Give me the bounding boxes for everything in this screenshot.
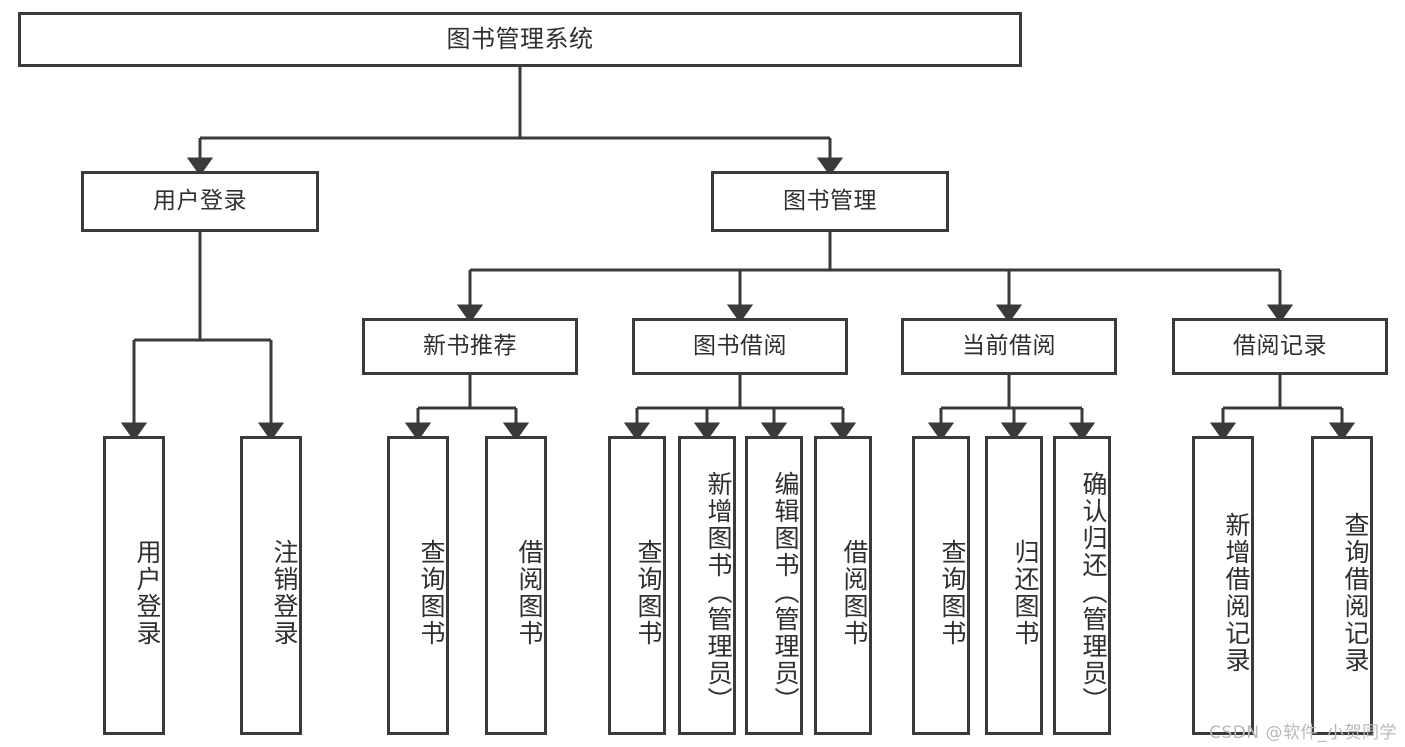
node-leaf-user-login-label: 用户登录 — [133, 538, 162, 647]
node-leaf-query-book-rec-label: 查询图书 — [417, 538, 446, 647]
node-leaf-query-book-bb-label: 查询图书 — [634, 538, 663, 647]
node-book-manage[interactable]: 图书管理 — [711, 171, 949, 232]
node-leaf-confirm-return[interactable]: 确认归还（管理员） — [1053, 436, 1111, 735]
node-leaf-add-record[interactable]: 新增借阅记录 — [1192, 436, 1254, 735]
node-leaf-borrow-book-rec-label: 借阅图书 — [515, 538, 544, 647]
node-leaf-confirm-return-label: 确认归还（管理员） — [1079, 471, 1108, 714]
node-user-login[interactable]: 用户登录 — [81, 171, 319, 232]
node-leaf-return-book[interactable]: 归还图书 — [985, 436, 1043, 735]
node-new-book-rec-label: 新书推荐 — [423, 332, 517, 359]
node-book-borrow-label: 图书借阅 — [693, 332, 787, 359]
node-book-borrow[interactable]: 图书借阅 — [632, 318, 848, 375]
node-leaf-edit-book[interactable]: 编辑图书（管理员） — [745, 436, 803, 735]
node-new-book-rec[interactable]: 新书推荐 — [362, 318, 578, 375]
node-leaf-add-record-label: 新增借阅记录 — [1222, 511, 1251, 674]
node-leaf-user-login[interactable]: 用户登录 — [103, 436, 165, 735]
watermark: CSDN @软件_小贺同学 — [1209, 723, 1397, 743]
node-root[interactable]: 图书管理系统 — [18, 12, 1022, 67]
node-leaf-query-record[interactable]: 查询借阅记录 — [1311, 436, 1373, 735]
node-leaf-add-book-label: 新增图书（管理员） — [704, 471, 733, 714]
node-leaf-query-record-label: 查询借阅记录 — [1341, 511, 1370, 674]
node-leaf-logout[interactable]: 注销登录 — [240, 436, 302, 735]
node-leaf-return-book-label: 归还图书 — [1011, 538, 1040, 647]
node-leaf-add-book[interactable]: 新增图书（管理员） — [678, 436, 736, 735]
node-root-label: 图书管理系统 — [446, 25, 594, 54]
node-leaf-query-book-bb[interactable]: 查询图书 — [608, 436, 666, 735]
node-borrow-record[interactable]: 借阅记录 — [1172, 318, 1388, 375]
node-leaf-query-book-rec[interactable]: 查询图书 — [387, 436, 449, 735]
node-leaf-edit-book-label: 编辑图书（管理员） — [771, 471, 800, 714]
node-current-borrow-label: 当前借阅 — [962, 332, 1056, 359]
node-leaf-logout-label: 注销登录 — [270, 538, 299, 647]
node-leaf-borrow-book-bb[interactable]: 借阅图书 — [814, 436, 872, 735]
node-current-borrow[interactable]: 当前借阅 — [901, 318, 1117, 375]
node-leaf-borrow-book-bb-label: 借阅图书 — [840, 538, 869, 647]
node-leaf-query-book-cb[interactable]: 查询图书 — [912, 436, 970, 735]
node-book-manage-label: 图书管理 — [783, 187, 877, 214]
node-leaf-borrow-book-rec[interactable]: 借阅图书 — [485, 436, 547, 735]
node-user-login-label: 用户登录 — [153, 187, 247, 214]
node-borrow-record-label: 借阅记录 — [1233, 332, 1327, 359]
node-leaf-query-book-cb-label: 查询图书 — [938, 538, 967, 647]
